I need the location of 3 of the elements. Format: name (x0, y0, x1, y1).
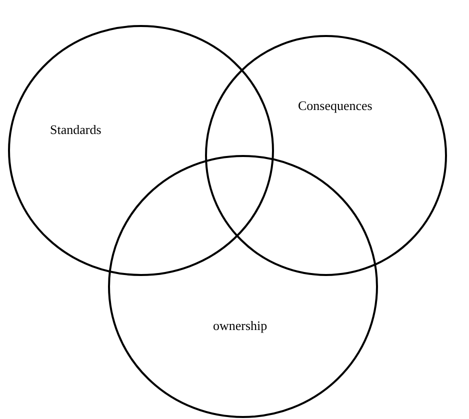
circle-label: Standards (50, 122, 102, 138)
circle-label: Consequences (298, 98, 372, 114)
circle-label: ownership (213, 318, 268, 334)
